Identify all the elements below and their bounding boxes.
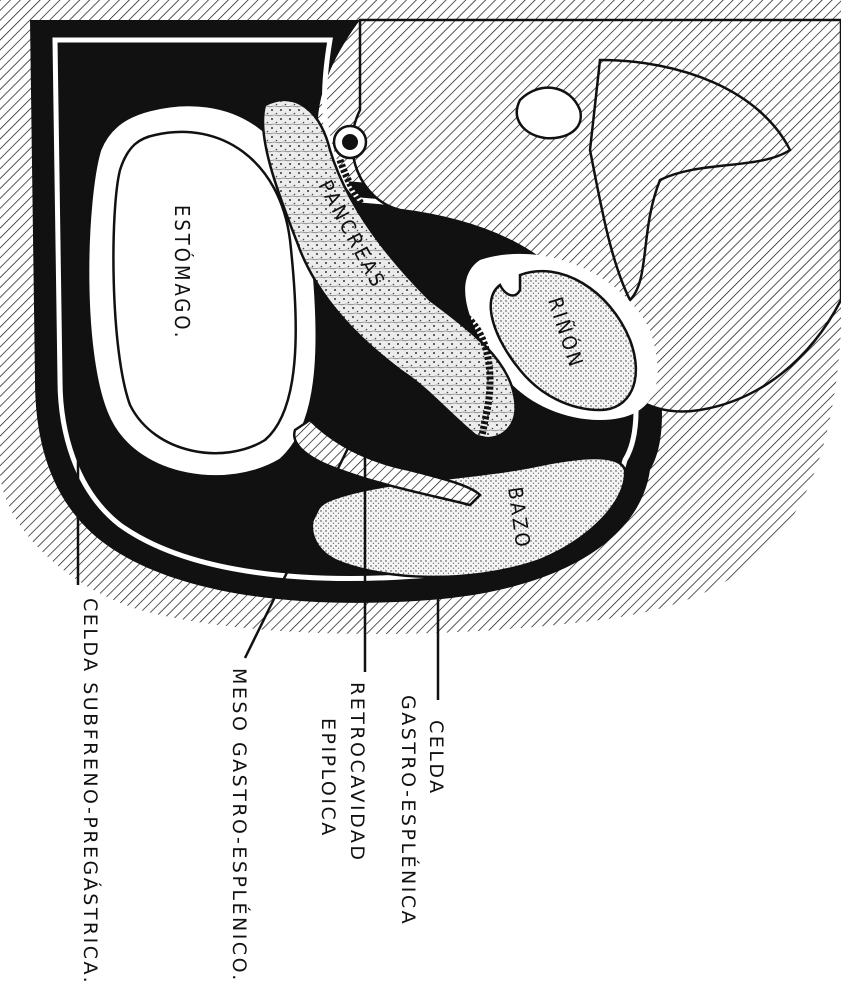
meso-gastro-label: MESO GASTRO-ESPLÉNICO. <box>228 668 251 983</box>
retrocavidad-label-1: RETROCAVIDAD <box>346 682 368 863</box>
retrocavidad-label-2: EPIPLOICA <box>317 718 339 838</box>
stomach-label: ESTÓMAGO. <box>170 205 194 340</box>
celda-gastro-label-1: CELDA <box>425 720 447 796</box>
splenic-vessel-lumen <box>342 134 358 150</box>
vertebra-shape <box>517 88 581 139</box>
stomach-lumen <box>113 132 295 453</box>
celda-subfreno-label: CELDA SUBFRENO-PREGÁSTRICA. <box>79 598 102 985</box>
celda-gastro-label-2: GASTRO-ESPLÉNICA <box>397 695 420 926</box>
